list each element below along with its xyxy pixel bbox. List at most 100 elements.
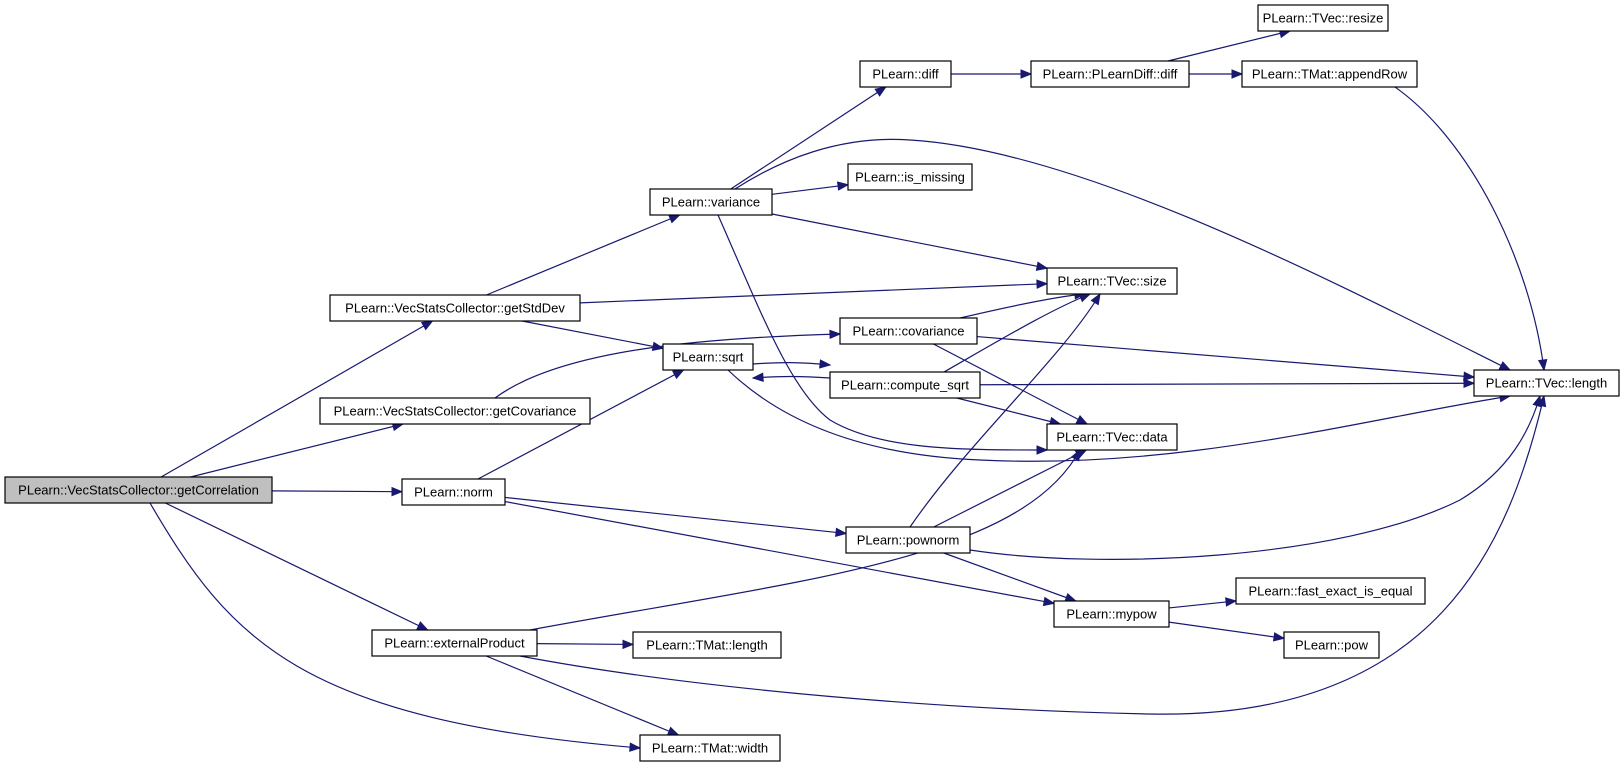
node-box	[632, 631, 782, 659]
node-getStdDev[interactable]: PLearn::VecStatsCollector::getStdDev	[329, 294, 581, 322]
node-label: PLearn::sqrt	[673, 350, 744, 365]
edge-variance-isMissing-arrowhead	[836, 181, 850, 191]
edge-mypow-pow	[1168, 621, 1285, 639]
edge-externalProduct-tvecData-arrowhead	[1070, 448, 1081, 462]
node-box	[401, 478, 506, 506]
nodes-layer: PLearn::VecStatsCollector::getCorrelatio…	[4, 4, 1620, 762]
edge-getStdDev-tvecSize-arrowhead	[1036, 279, 1049, 289]
edge-externalProduct-tvecLength-arrowhead	[1536, 394, 1547, 408]
node-getCovariance[interactable]: PLearn::VecStatsCollector::getCovariance	[319, 397, 591, 425]
edge-getStdDev-variance-arrowhead	[668, 214, 681, 224]
edge-getCorrelation-getCovariance	[190, 423, 404, 478]
edge-computeSqrt-tvecLength-arrowhead	[1463, 378, 1476, 388]
node-sqrt[interactable]: PLearn::sqrt	[662, 343, 754, 371]
node-box	[662, 343, 754, 371]
node-label: PLearn::covariance	[852, 324, 964, 339]
node-label: PLearn::variance	[662, 195, 760, 210]
node-tvecData[interactable]: PLearn::TVec::data	[1046, 423, 1178, 451]
node-variance[interactable]: PLearn::variance	[649, 188, 773, 216]
edge-covariance-tvecLength	[976, 335, 1475, 378]
edge-computeSqrt-tvecLength	[979, 382, 1475, 386]
node-pownorm[interactable]: PLearn::pownorm	[845, 526, 971, 554]
node-box	[1283, 631, 1380, 659]
node-box	[1235, 577, 1426, 605]
node-box	[845, 526, 971, 554]
edge-variance-diff	[730, 86, 887, 190]
node-appendRow[interactable]: PLearn::TMat::appendRow	[1241, 60, 1418, 88]
node-tmatWidth[interactable]: PLearn::TMat::width	[639, 734, 781, 762]
node-label: PLearn::externalProduct	[384, 636, 525, 651]
node-isMissing[interactable]: PLearn::is_missing	[847, 163, 973, 191]
node-box	[639, 734, 781, 762]
node-label: PLearn::diff	[872, 67, 939, 82]
edge-variance-tvecSize	[771, 213, 1048, 269]
edge-pownorm-tvecSize	[909, 293, 1101, 528]
edge-computeSqrt-sqrt	[752, 375, 831, 379]
edge-getCorrelation-getStdDev-arrowhead	[420, 320, 434, 331]
node-label: PLearn::PLearnDiff::diff	[1043, 67, 1178, 82]
edge-sqrt-computeSqrt	[752, 362, 831, 366]
node-box	[1046, 423, 1178, 451]
edge-diff-plearnDiff-arrowhead	[1020, 69, 1033, 79]
node-box	[1241, 60, 1418, 88]
node-label: PLearn::mypow	[1066, 607, 1157, 622]
node-mypow[interactable]: PLearn::mypow	[1053, 600, 1170, 628]
edge-sqrt-computeSqrt-arrowhead	[819, 359, 832, 369]
node-box	[1046, 267, 1178, 295]
edge-getCorrelation-norm-arrowhead	[391, 486, 404, 497]
edge-mypow-fastEqual-arrowhead	[1225, 597, 1238, 607]
edge-covariance-tvecLength-arrowhead	[1463, 371, 1476, 381]
node-plearnDiff[interactable]: PLearn::PLearnDiff::diff	[1030, 60, 1190, 88]
edge-getCorrelation-norm	[271, 490, 403, 493]
edge-appendRow-tvecLength	[1394, 86, 1545, 371]
edge-covariance-tvecSize	[959, 293, 1086, 319]
edge-externalProduct-tmatLength	[536, 643, 634, 646]
edge-plearnDiff-tvecResize	[1167, 30, 1291, 62]
node-computeSqrt[interactable]: PLearn::compute_sqrt	[829, 371, 981, 399]
edge-pownorm-mypow-arrowhead	[1064, 592, 1078, 602]
edge-pownorm-tvecLength	[969, 395, 1541, 560]
edge-externalProduct-tmatWidth-arrowhead	[666, 726, 680, 736]
node-box	[1473, 369, 1620, 397]
edge-pownorm-mypow	[943, 552, 1076, 602]
node-fastEqual[interactable]: PLearn::fast_exact_is_equal	[1235, 577, 1426, 605]
node-box	[371, 629, 538, 657]
edge-variance-tvecLength-arrowhead	[1498, 361, 1512, 371]
node-label: PLearn::VecStatsCollector::getCorrelatio…	[18, 483, 259, 498]
edge-norm-mypow-arrowhead	[1042, 596, 1056, 607]
edge-variance-diff-arrowhead	[874, 86, 887, 97]
node-label: PLearn::TVec::size	[1057, 274, 1166, 289]
edge-variance-isMissing	[771, 184, 849, 195]
edge-getCovariance-covariance-arrowhead	[829, 329, 842, 340]
node-box	[839, 317, 978, 345]
node-norm[interactable]: PLearn::norm	[401, 478, 506, 506]
edges-layer	[149, 28, 1548, 752]
node-externalProduct[interactable]: PLearn::externalProduct	[371, 629, 538, 657]
edge-pownorm-tvecData	[933, 449, 1087, 528]
edge-appendRow-tvecLength-arrowhead	[1537, 358, 1548, 372]
node-tvecResize[interactable]: PLearn::TVec::resize	[1257, 4, 1389, 32]
node-label: PLearn::pownorm	[857, 533, 960, 548]
node-box	[847, 163, 973, 191]
node-tmatLength[interactable]: PLearn::TMat::length	[632, 631, 782, 659]
node-getCorrelation[interactable]: PLearn::VecStatsCollector::getCorrelatio…	[4, 476, 273, 504]
edge-covariance-tvecData-arrowhead	[1075, 414, 1089, 425]
edge-variance-tvecData-arrowhead	[1036, 445, 1049, 455]
node-label: PLearn::TVec::resize	[1263, 11, 1384, 26]
node-covariance[interactable]: PLearn::covariance	[839, 317, 978, 345]
edge-norm-mypow	[504, 500, 1055, 604]
node-tvecSize[interactable]: PLearn::TVec::size	[1046, 267, 1178, 295]
edge-getCorrelation-tmatWidth	[149, 502, 641, 749]
edge-getCorrelation-externalProduct-arrowhead	[416, 621, 429, 631]
node-diff[interactable]: PLearn::diff	[859, 60, 952, 88]
node-label: PLearn::VecStatsCollector::getStdDev	[345, 301, 565, 316]
edge-getStdDev-tvecSize	[579, 283, 1048, 304]
edge-norm-sqrt-arrowhead	[671, 369, 685, 380]
node-pow[interactable]: PLearn::pow	[1283, 631, 1380, 659]
node-label: PLearn::norm	[414, 485, 493, 500]
edge-norm-pownorm	[504, 496, 847, 535]
node-label: PLearn::is_missing	[855, 170, 965, 185]
edge-norm-pownorm-arrowhead	[835, 527, 848, 538]
node-tvecLength[interactable]: PLearn::TVec::length	[1473, 369, 1620, 397]
